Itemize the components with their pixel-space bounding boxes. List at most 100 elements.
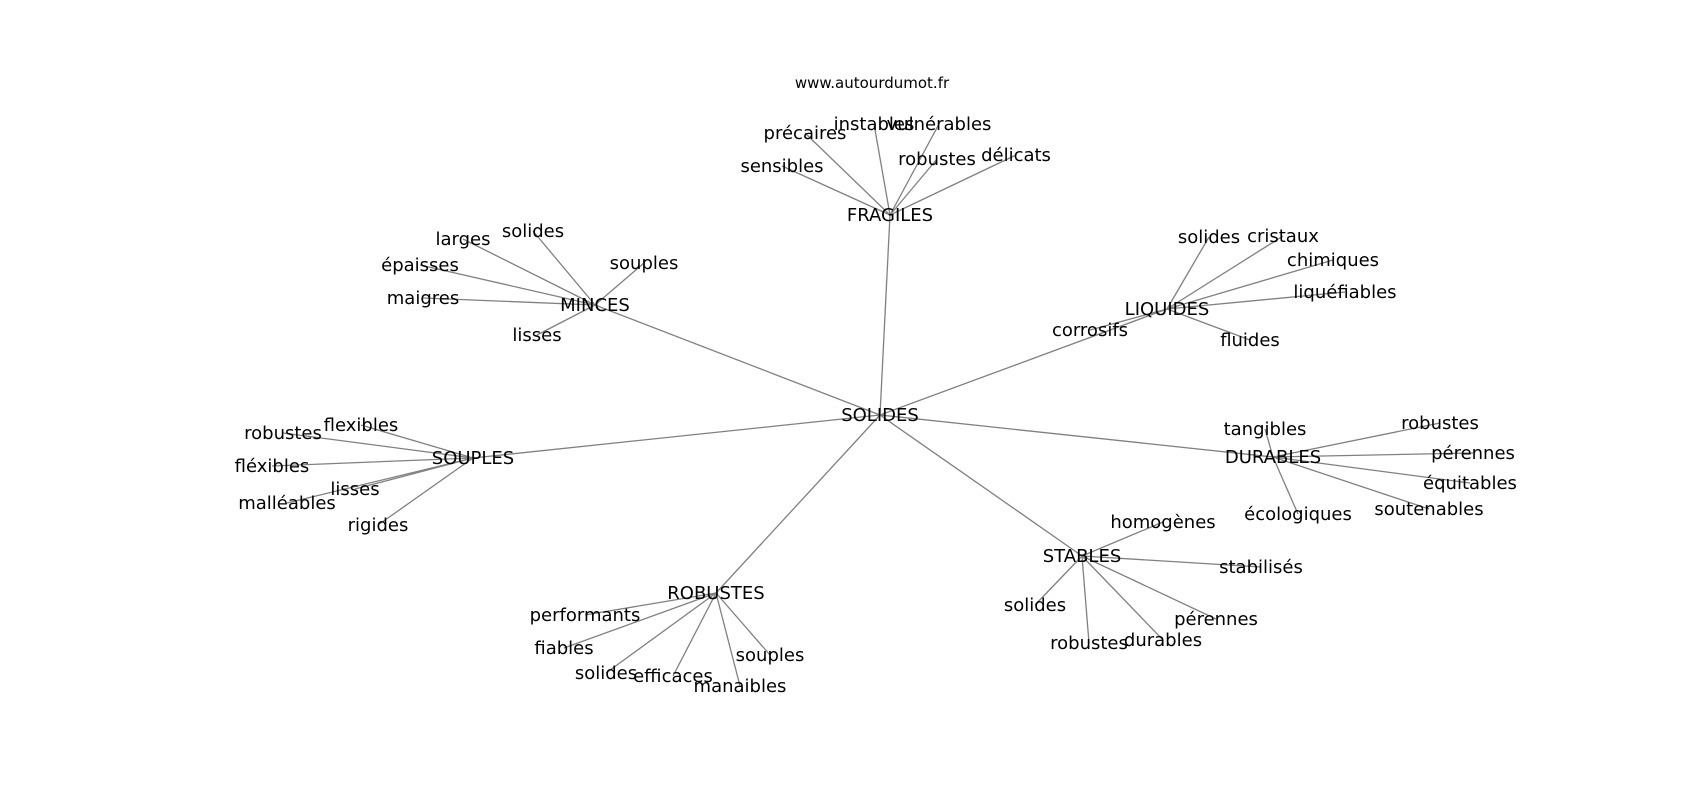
- leaf-node-robustes-souples[interactable]: souples: [736, 645, 805, 666]
- branch-node-fragiles[interactable]: FRAGILES: [847, 205, 933, 226]
- edge-robustes-manaibles: [715, 592, 741, 687]
- branch-node-liquides[interactable]: LIQUIDES: [1125, 299, 1210, 320]
- leaf-node-liquides-solides[interactable]: solides: [1178, 227, 1240, 248]
- leaf-node-souples-lisses[interactable]: lisses: [330, 479, 379, 500]
- edge-minces-solides: [532, 230, 596, 306]
- edge-liquides-cristaux: [1166, 235, 1284, 310]
- edge-fragiles-vulnerables: [889, 123, 940, 216]
- edge-liquides-fluides: [1166, 308, 1251, 341]
- edge-souples-malleables: [286, 457, 474, 504]
- leaf-node-souples-malleables[interactable]: malléables: [238, 493, 336, 514]
- leaf-node-stables-durables[interactable]: durables: [1124, 630, 1202, 651]
- leaf-node-fragiles-precaires[interactable]: précaires: [764, 123, 847, 144]
- branch-node-minces[interactable]: MINCES: [560, 295, 630, 316]
- leaf-node-fragiles-delicats[interactable]: délicats: [981, 145, 1051, 166]
- leaf-node-stables-perennes[interactable]: pérennes: [1174, 609, 1258, 630]
- edge-durables-equitables: [1272, 456, 1471, 484]
- edge-solides-minces: [594, 304, 881, 416]
- leaf-node-robustes-efficaces[interactable]: efficaces: [633, 666, 713, 687]
- edge-minces-souples: [594, 262, 645, 306]
- edge-minces-epaisses: [419, 264, 596, 306]
- leaf-node-stables-robustes[interactable]: robustes: [1050, 633, 1128, 654]
- leaf-node-durables-ecologiques[interactable]: écologiques: [1244, 504, 1352, 525]
- branch-node-stables[interactable]: STABLES: [1043, 546, 1122, 567]
- leaf-node-liquides-cristaux[interactable]: cristaux: [1247, 226, 1319, 247]
- edge-durables-soutenables: [1272, 456, 1430, 510]
- edge-solides-liquides: [879, 308, 1168, 416]
- edge-souples-flexibles: [271, 457, 474, 467]
- edge-minces-lisses: [536, 304, 596, 336]
- leaf-node-minces-larges[interactable]: larges: [436, 229, 491, 250]
- edge-liquides-solides: [1166, 236, 1210, 310]
- leaf-node-minces-souples[interactable]: souples: [610, 253, 679, 274]
- leaf-node-fragiles-vulnerables[interactable]: vulnérables: [887, 114, 992, 135]
- edge-robustes-solides: [605, 592, 717, 674]
- edge-souples-rigides: [377, 457, 474, 526]
- leaf-node-minces-solides[interactable]: solides: [502, 221, 564, 242]
- edge-fragiles-precaires: [804, 132, 891, 216]
- center-node-solides[interactable]: SOLIDES: [841, 405, 919, 426]
- edge-stables-robustes: [1081, 555, 1090, 644]
- branch-node-robustes[interactable]: ROBUSTES: [667, 583, 764, 604]
- edge-robustes-efficaces: [672, 592, 717, 677]
- leaf-node-robustes-performants[interactable]: performants: [530, 605, 641, 626]
- edge-durables-tangibles: [1264, 428, 1274, 458]
- leaf-node-minces-maigres[interactable]: maigres: [387, 288, 459, 309]
- edge-stables-stabilises: [1081, 555, 1262, 568]
- edge-solides-stables: [879, 414, 1083, 557]
- branch-node-souples[interactable]: SOUPLES: [432, 448, 514, 469]
- graph-labels: www.autourdumot.fr FRAGILES précairesinst…: [235, 74, 1517, 697]
- leaf-node-fragiles-robustes[interactable]: robustes: [898, 149, 976, 170]
- leaf-node-stables-stabilises[interactable]: stabilisés: [1219, 557, 1303, 578]
- edge-fragiles-sensibles: [781, 165, 891, 216]
- leaf-node-souples-robustes[interactable]: robustes: [244, 423, 322, 444]
- leaf-node-minces-lisses[interactable]: lisses: [512, 325, 561, 346]
- leaf-node-fragiles-sensibles[interactable]: sensibles: [740, 156, 823, 177]
- edge-solides-robustes: [715, 414, 881, 594]
- leaf-node-stables-solides[interactable]: solides: [1004, 595, 1066, 616]
- site-watermark[interactable]: www.autourdumot.fr: [795, 74, 950, 92]
- leaf-node-stables-homogenes[interactable]: homogènes: [1110, 512, 1215, 533]
- edge-souples-robustes: [282, 432, 474, 459]
- leaf-node-robustes-manaibles[interactable]: manaibles: [694, 676, 787, 697]
- edge-fragiles-robustes: [889, 158, 938, 216]
- edge-fragiles-delicats: [889, 154, 1017, 216]
- leaf-node-liquides-liquefiables[interactable]: liquéfiables: [1293, 282, 1396, 303]
- leaf-node-durables-equitables[interactable]: équitables: [1423, 473, 1517, 494]
- edge-liquides-chimiques: [1166, 259, 1334, 310]
- graph-edges: [271, 123, 1474, 687]
- leaf-node-souples-flexibles[interactable]: fléxibles: [235, 456, 310, 477]
- edge-stables-solides: [1034, 555, 1083, 606]
- edge-liquides-liquefiables: [1166, 291, 1346, 310]
- leaf-node-minces-epaisses[interactable]: épaisses: [381, 255, 459, 276]
- edge-liquides-corrosifs: [1089, 308, 1168, 331]
- edge-minces-maigres: [422, 297, 596, 306]
- edge-durables-robustes: [1272, 422, 1441, 458]
- leaf-node-robustes-solides[interactable]: solides: [575, 663, 637, 684]
- edge-solides-fragiles: [879, 214, 891, 416]
- leaf-node-fragiles-instables[interactable]: instables: [834, 114, 915, 135]
- branch-node-durables[interactable]: DURABLES: [1225, 447, 1321, 468]
- leaf-node-liquides-corrosifs[interactable]: corrosifs: [1052, 320, 1128, 341]
- edge-stables-perennes: [1081, 555, 1217, 620]
- edge-solides-durables: [879, 414, 1274, 458]
- leaf-node-souples-rigides[interactable]: rigides: [348, 515, 409, 536]
- leaf-node-souples-flexibles[interactable]: flexibles: [324, 415, 399, 436]
- edge-stables-homogenes: [1081, 521, 1164, 557]
- leaf-node-robustes-fiables[interactable]: fiables: [534, 638, 593, 659]
- leaf-node-durables-perennes[interactable]: pérennes: [1431, 443, 1515, 464]
- edge-minces-larges: [462, 238, 596, 306]
- leaf-node-durables-robustes[interactable]: robustes: [1401, 413, 1479, 434]
- edge-robustes-performants: [584, 592, 717, 616]
- leaf-node-liquides-chimiques[interactable]: chimiques: [1287, 250, 1379, 271]
- edge-solides-souples: [472, 414, 881, 459]
- edge-robustes-souples: [715, 592, 771, 656]
- edge-robustes-fiables: [563, 592, 717, 649]
- leaf-node-durables-soutenables[interactable]: soutenables: [1374, 499, 1483, 520]
- leaf-node-durables-tangibles[interactable]: tangibles: [1224, 419, 1307, 440]
- edge-stables-durables: [1081, 555, 1164, 641]
- leaf-node-liquides-fluides[interactable]: fluides: [1220, 330, 1280, 351]
- edge-souples-flexibles: [360, 424, 474, 459]
- edge-durables-perennes: [1272, 452, 1474, 458]
